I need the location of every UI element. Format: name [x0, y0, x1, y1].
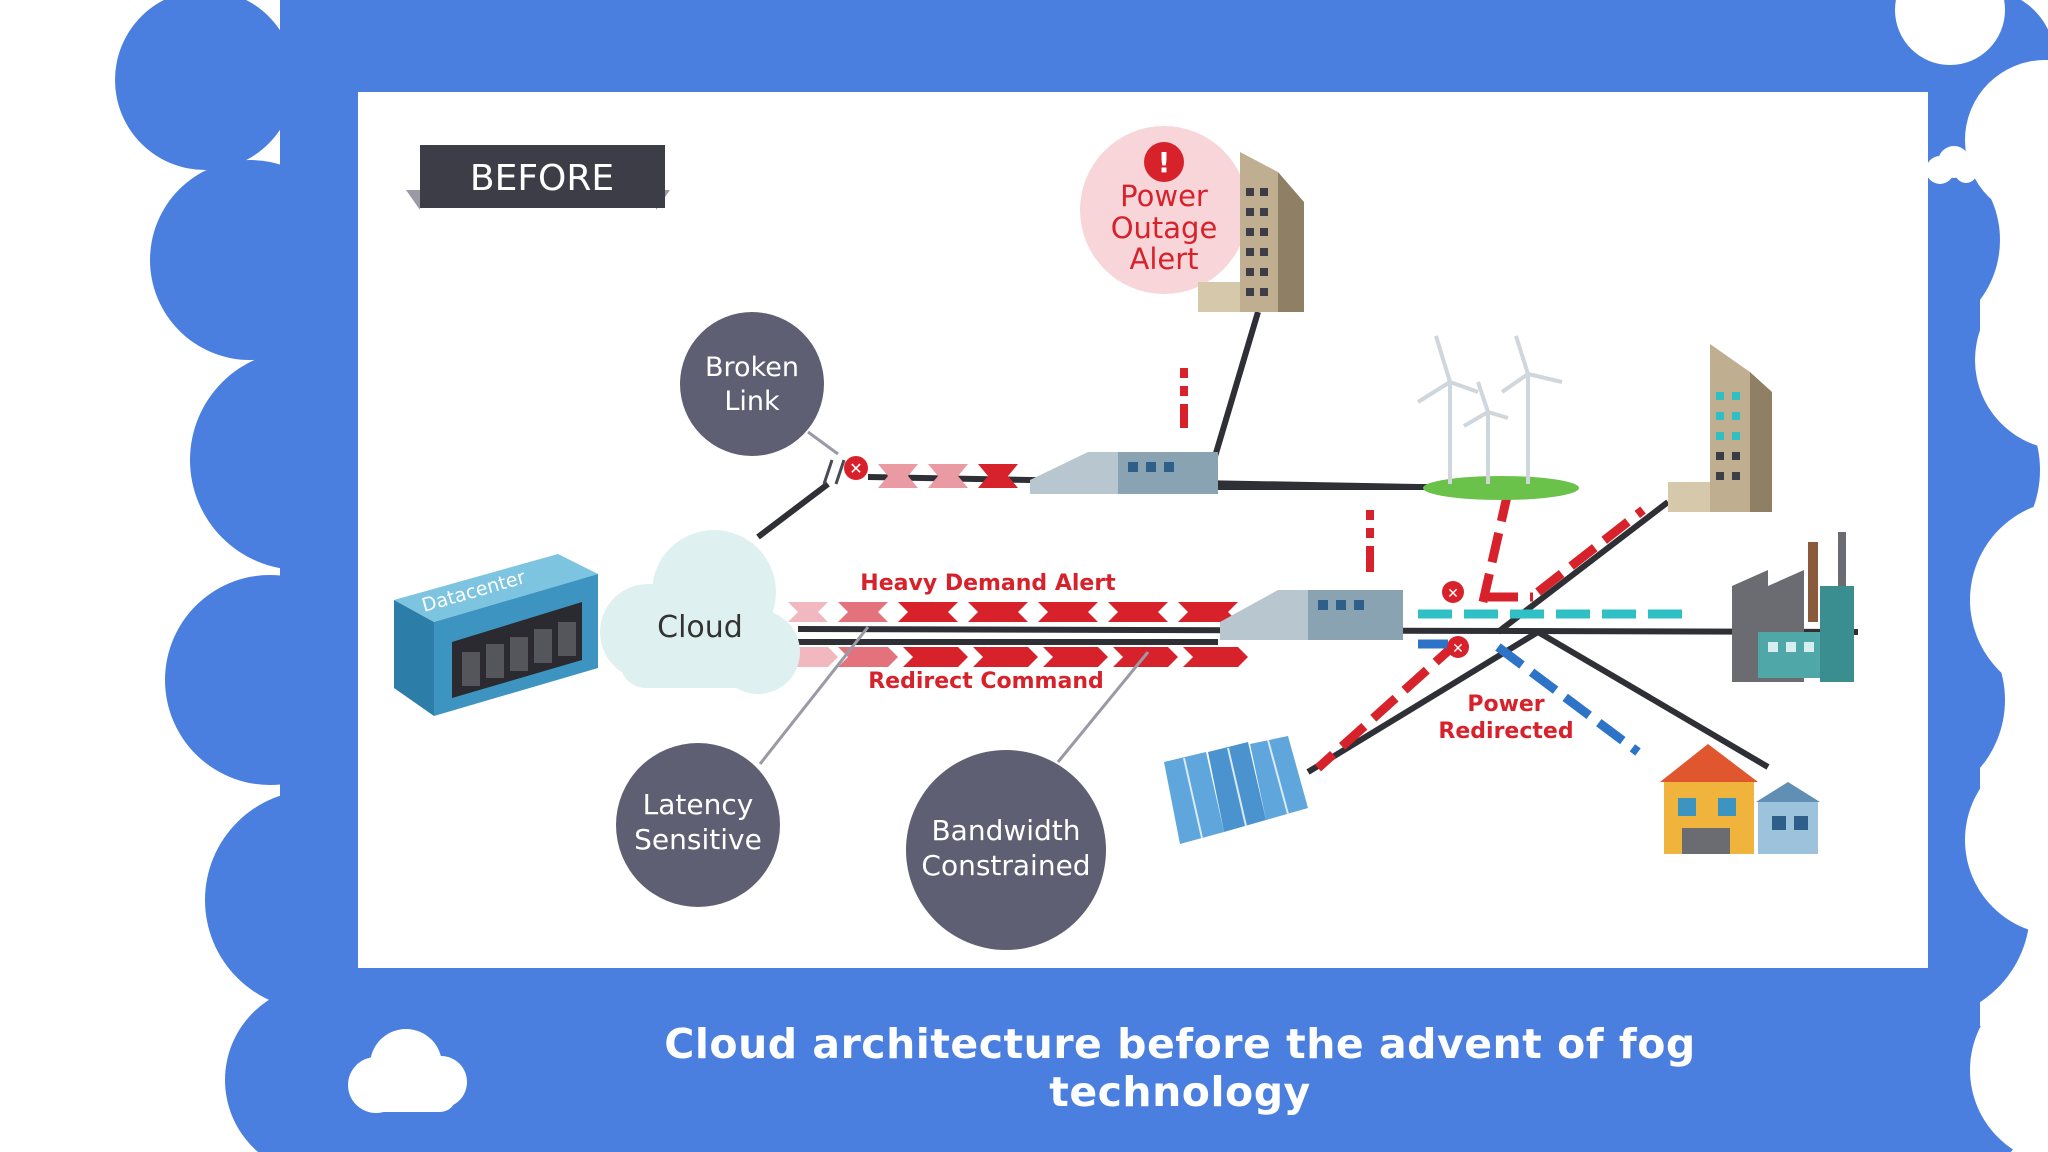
broken-link-line2: Link — [724, 386, 780, 417]
power-plant-top-icon — [1030, 368, 1218, 494]
blue-power-line — [1418, 639, 1641, 756]
redirect-x-icon — [1447, 636, 1469, 658]
cloud-label: Cloud — [657, 610, 743, 645]
demand-x-icon — [1442, 581, 1464, 603]
cloud-decoration-right-icon — [1926, 146, 1977, 184]
factory-icon — [1732, 532, 1854, 682]
before-badge-label: BEFORE — [470, 158, 614, 199]
houses-icon — [1660, 744, 1820, 854]
bandwidth-bubble: Bandwidth Constrained — [906, 750, 1106, 950]
redirect-command-label: Redirect Command — [868, 669, 1104, 694]
cloud-icon: Cloud — [600, 530, 800, 694]
broken-link-break-icon — [822, 459, 846, 485]
svg-text:✕: ✕ — [1452, 641, 1464, 657]
bubble-pointers — [758, 626, 1150, 765]
svg-text:!: ! — [1158, 146, 1171, 179]
heavy-demand-arrows — [788, 602, 1238, 622]
red-power-lines — [1314, 491, 1646, 772]
broken-link-bubble: Broken Link — [680, 312, 839, 456]
datacenter-icon: Datacenter — [394, 554, 598, 716]
redirect-command-arrows — [788, 647, 1248, 667]
solar-panels-icon — [1164, 736, 1308, 844]
bandwidth-line2: Constrained — [921, 849, 1090, 882]
svg-text:✕: ✕ — [1447, 586, 1459, 602]
power-plant-middle-icon — [1220, 510, 1403, 640]
slide-caption: Cloud architecture before the advent of … — [664, 1020, 1696, 1116]
diagram-canvas: BEFORE — [394, 126, 1859, 950]
power-outage-line1: Power — [1120, 179, 1208, 213]
heavy-demand-label: Heavy Demand Alert — [860, 571, 1116, 596]
power-redirected-line2: Redirected — [1438, 719, 1573, 744]
broken-link-line1: Broken — [705, 352, 799, 383]
broken-link-arrows — [878, 464, 1018, 488]
office-building-icon — [1668, 344, 1772, 512]
broken-link-x-icon — [844, 456, 868, 480]
network-lines — [756, 311, 1859, 775]
bandwidth-line1: Bandwidth — [931, 814, 1080, 847]
power-outage-bubble: ! Power Outage Alert — [1080, 126, 1248, 294]
office-tower-icon — [1198, 152, 1304, 312]
latency-line1: Latency — [643, 788, 754, 821]
power-redirected-line1: Power — [1467, 692, 1544, 717]
power-outage-line2: Outage — [1111, 211, 1218, 245]
svg-text:✕: ✕ — [849, 459, 862, 478]
alert-icon — [1144, 142, 1184, 182]
diagram-panel: BEFORE — [358, 92, 1928, 968]
cloud-decoration-left-icon — [348, 1029, 467, 1113]
power-outage-line3: Alert — [1129, 242, 1198, 276]
latency-bubble: Latency Sensitive — [616, 743, 780, 907]
latency-line2: Sensitive — [634, 823, 762, 856]
before-badge: BEFORE — [406, 145, 670, 210]
wind-farm-icon — [1416, 335, 1579, 500]
